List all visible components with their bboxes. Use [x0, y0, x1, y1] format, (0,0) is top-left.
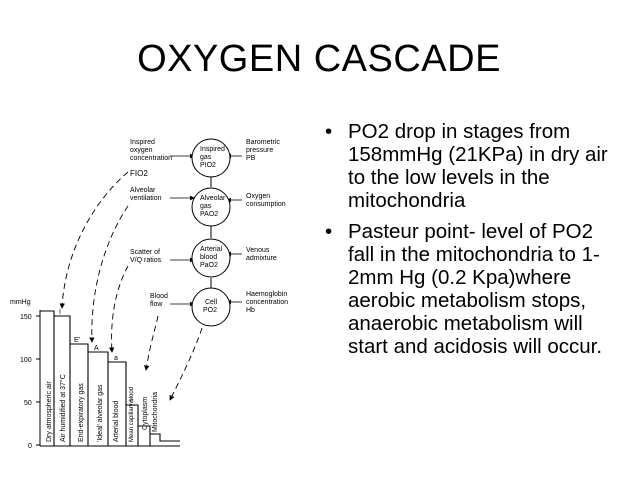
- y-axis-unit: mmHg: [10, 299, 31, 306]
- label-barometric-pressure: Barometric pressure PB: [246, 139, 282, 162]
- bullet-list: • PO2 drop in stages from 158mmHg (21KPa…: [322, 120, 622, 366]
- circle-inspired-gas: [191, 138, 231, 178]
- circle-inspired-gas-text: Inspired gas PIO2: [200, 146, 227, 169]
- y-tick-label: 100: [20, 357, 32, 364]
- bullet-dot: •: [325, 220, 333, 243]
- bullet-item: • Pasteur point- level of PO2 fall in th…: [322, 220, 622, 358]
- stage-label: Mitochondria: [152, 392, 159, 432]
- stage-letter: a: [114, 355, 118, 362]
- stage-label: Cytoplasm: [142, 397, 149, 430]
- circle-cell-text: Cell PO2: [203, 299, 219, 314]
- label-oxygen-consumption: Oxygen consumption: [246, 193, 286, 208]
- stage-letter: A: [94, 345, 99, 352]
- stage-label: Arterial blood: [113, 401, 120, 442]
- stage-label: Air humidified at 37°C: [59, 374, 67, 442]
- y-tick-label: 150: [20, 314, 32, 321]
- staircase-line: [40, 310, 180, 442]
- dashed-arrow-ventilation: [89, 205, 129, 343]
- stage-label: Mean capillary blood: [129, 387, 135, 442]
- right-factor-labels: Barometric pressure PB Oxygen consumptio…: [246, 139, 290, 314]
- dashed-arrow-cell: [169, 327, 203, 401]
- circle-cell: [191, 287, 231, 327]
- stage-label: 'Ideal' alveolar gas: [97, 384, 104, 442]
- circle-alveolar-gas: [191, 187, 231, 227]
- cascade-circles: Inspired gas PIO2 Alveolar gas PAO2 Arte…: [191, 138, 231, 327]
- circle-arterial-blood: [191, 238, 231, 278]
- dashed-arrow-fio2: [59, 171, 129, 309]
- label-haemoglobin: Haemoglobin concentration Hb: [246, 291, 290, 314]
- stage-label: Dry atmospheric air: [46, 381, 53, 442]
- dashed-arrows: [59, 171, 203, 401]
- dashed-arrow-vq: [109, 265, 129, 353]
- circle-alveolar-gas-text: Alveolar gas PAO2: [200, 195, 227, 218]
- stage-letter: I: [59, 309, 61, 316]
- bullet-text: PO2 drop in stages from 158mmHg (21KPa) …: [348, 120, 608, 212]
- label-blood-flow: Blood flow: [150, 293, 170, 308]
- label-fio2: FIO2: [130, 169, 148, 178]
- left-factor-labels: Inspired oxygen concentration FIO2 Alveo…: [130, 139, 172, 308]
- circle-arterial-blood-text: Arterial blood PaO2: [200, 246, 224, 269]
- stage-label: End-expiratory gas: [78, 383, 85, 442]
- bullet-dot: •: [325, 120, 333, 143]
- bullet-item: • PO2 drop in stages from 158mmHg (21KPa…: [322, 120, 622, 212]
- label-scatter-vq: Scatter of V/Q ratios: [130, 249, 162, 264]
- oxygen-cascade-diagram: Inspired oxygen concentration FIO2 Alveo…: [10, 138, 290, 450]
- label-inspired-oxygen: Inspired oxygen concentration: [130, 139, 172, 162]
- bullet-text: Pasteur point- level of PO2 fall in the …: [348, 220, 603, 358]
- y-tick-label: 50: [24, 400, 32, 407]
- factor-connectors: [170, 153, 242, 307]
- y-axis: mmHg 150 100 50 0: [10, 299, 180, 450]
- stage-letter: E': [74, 337, 80, 344]
- slide-title: OXYGEN CASCADE: [137, 38, 501, 80]
- cascade-staircase: [40, 310, 180, 446]
- stage-labels: Dry atmospheric air Air humidified at 37…: [46, 374, 159, 442]
- dashed-arrow-bloodflow: [144, 315, 159, 371]
- stage-letter: c: [130, 398, 134, 405]
- label-alveolar-ventilation: Alveolar ventilation: [130, 187, 162, 202]
- label-venous-admixture: Venous admixture: [246, 247, 277, 262]
- y-tick-label: 0: [28, 443, 32, 450]
- stage-letters: I E' A a c: [59, 309, 134, 405]
